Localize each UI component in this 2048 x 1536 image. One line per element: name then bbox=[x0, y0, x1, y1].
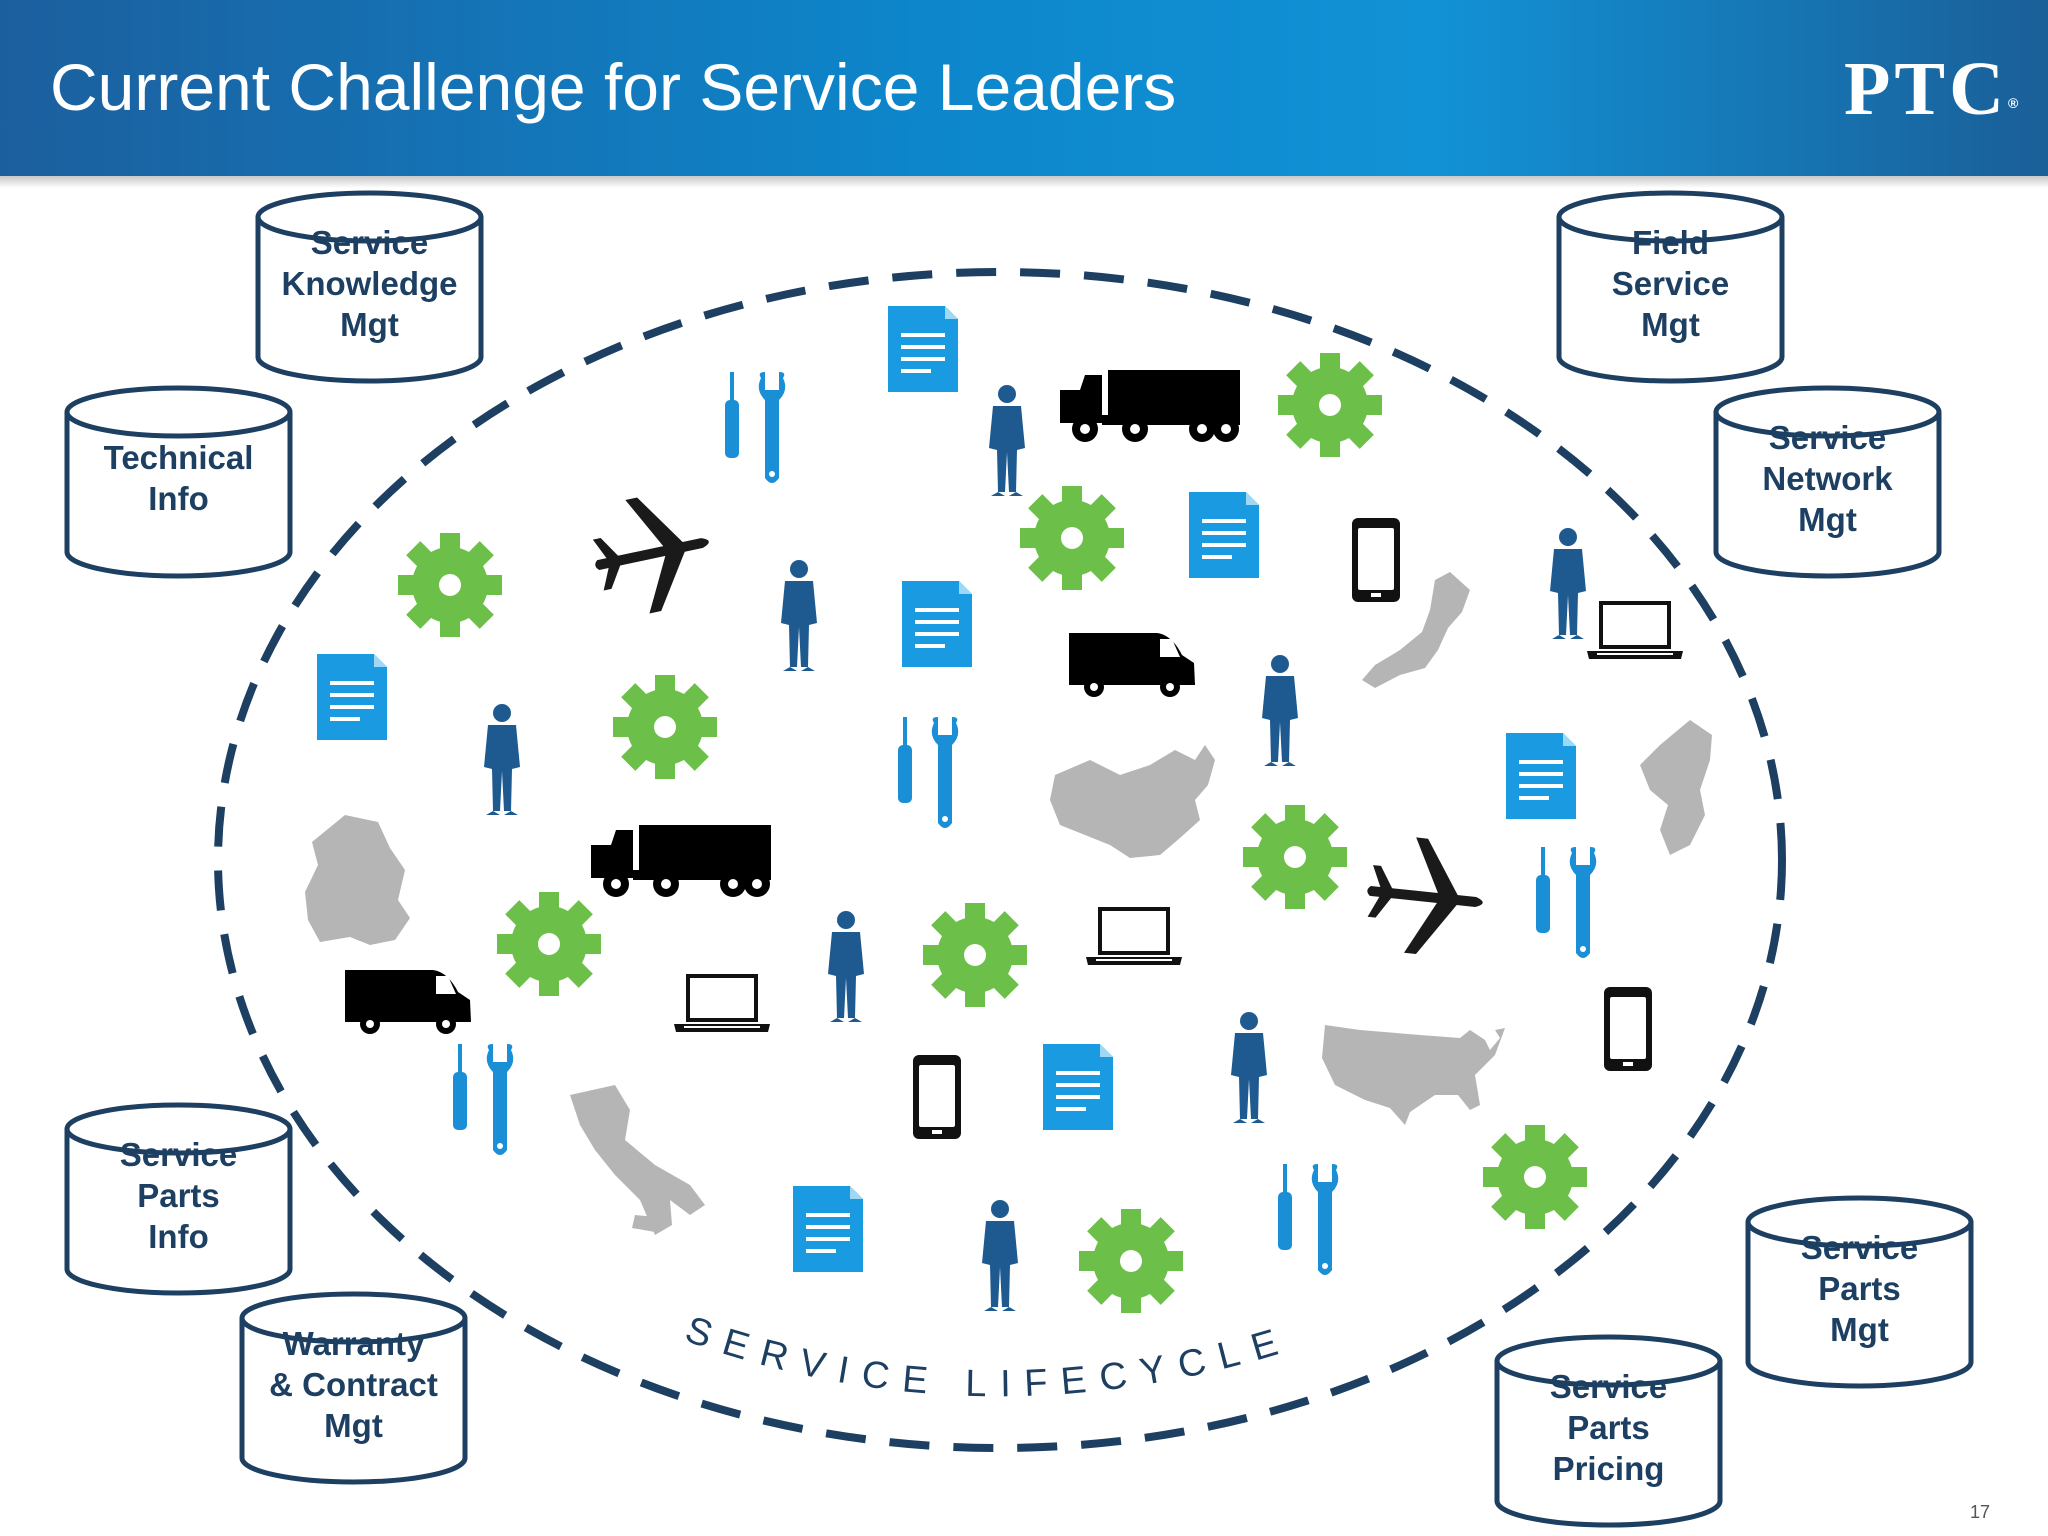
person-icon bbox=[1262, 655, 1298, 766]
database-label-warranty-contract-mgt: Warranty & Contract Mgt bbox=[269, 1324, 438, 1444]
slide-title: Current Challenge for Service Leaders bbox=[50, 50, 1177, 124]
database-label-service-parts-info: Service Parts Info bbox=[119, 1135, 238, 1255]
database-service-knowledge-mgt bbox=[255, 190, 484, 384]
gear-icon bbox=[613, 675, 717, 779]
database-field-service-mgt bbox=[1556, 190, 1785, 384]
tools-icon bbox=[1278, 1164, 1339, 1275]
tools-icon bbox=[1536, 847, 1597, 958]
person-icon bbox=[989, 385, 1025, 496]
person-icon bbox=[828, 911, 864, 1022]
smartphone-icon bbox=[1352, 518, 1400, 602]
smartphone-icon bbox=[913, 1055, 961, 1139]
airplane-icon bbox=[592, 497, 709, 614]
database-label-technical-info: Technical Info bbox=[103, 439, 254, 517]
document-icon bbox=[888, 306, 958, 392]
person-icon bbox=[1550, 528, 1586, 639]
document-icon bbox=[317, 654, 387, 740]
title-bar-shadow bbox=[0, 176, 2048, 188]
person-icon bbox=[1231, 1012, 1267, 1123]
database-label-service-knowledge-mgt: Service Knowledge Mgt bbox=[281, 223, 458, 343]
gear-icon bbox=[1483, 1125, 1587, 1229]
document-icon bbox=[1043, 1044, 1113, 1130]
title-bar bbox=[0, 0, 2048, 176]
registered-mark: ® bbox=[2008, 95, 2023, 111]
van-icon bbox=[345, 970, 471, 1034]
document-icon bbox=[902, 581, 972, 667]
database-label-service-network-mgt: Service Network Mgt bbox=[1762, 418, 1893, 538]
document-icon bbox=[1506, 733, 1576, 819]
map-korea-icon bbox=[1640, 720, 1712, 855]
database-technical-info bbox=[64, 385, 293, 579]
gear-icon bbox=[1278, 353, 1382, 457]
lifecycle-ring bbox=[214, 268, 1786, 1452]
document-icon bbox=[793, 1186, 863, 1272]
gear-icon bbox=[398, 533, 502, 637]
smartphone-icon bbox=[1604, 987, 1652, 1071]
map-japan-icon bbox=[1362, 572, 1470, 688]
database-service-parts-info bbox=[64, 1102, 293, 1296]
laptop-icon bbox=[674, 974, 770, 1032]
truck-icon bbox=[591, 825, 771, 897]
van-icon bbox=[1069, 633, 1195, 697]
database-service-parts-pricing bbox=[1494, 1334, 1723, 1528]
ptc-logo: PTC® bbox=[1844, 44, 2022, 134]
tools-icon bbox=[898, 717, 959, 828]
gear-icon bbox=[1079, 1209, 1183, 1313]
truck-icon bbox=[1060, 370, 1240, 442]
database-service-parts-mgt bbox=[1745, 1195, 1974, 1389]
airplane-icon bbox=[1367, 837, 1483, 955]
database-label-service-parts-pricing: Service Parts Pricing bbox=[1549, 1367, 1668, 1487]
database-warranty-contract-mgt bbox=[239, 1291, 468, 1485]
database-service-network-mgt bbox=[1713, 385, 1942, 579]
gear-icon bbox=[1020, 486, 1124, 590]
tools-icon bbox=[453, 1044, 514, 1155]
map-germany-icon bbox=[305, 815, 410, 945]
map-usa-icon bbox=[1322, 1025, 1505, 1125]
laptop-icon bbox=[1086, 907, 1182, 965]
person-icon bbox=[781, 560, 817, 671]
map-italy-icon bbox=[570, 1085, 705, 1235]
gear-icon bbox=[923, 903, 1027, 1007]
gear-icon bbox=[1243, 805, 1347, 909]
document-icon bbox=[1189, 492, 1259, 578]
map-china-icon bbox=[1050, 745, 1215, 858]
ptc-logo-text: PTC bbox=[1844, 47, 2008, 131]
database-label-service-parts-mgt: Service Parts Mgt bbox=[1800, 1228, 1919, 1348]
person-icon bbox=[484, 704, 520, 815]
person-icon bbox=[982, 1200, 1018, 1311]
database-label-field-service-mgt: Field Service Mgt bbox=[1611, 223, 1730, 343]
tools-icon bbox=[725, 372, 786, 483]
gear-icon bbox=[497, 892, 601, 996]
laptop-icon bbox=[1587, 601, 1683, 659]
page-number: 17 bbox=[1970, 1502, 1991, 1522]
